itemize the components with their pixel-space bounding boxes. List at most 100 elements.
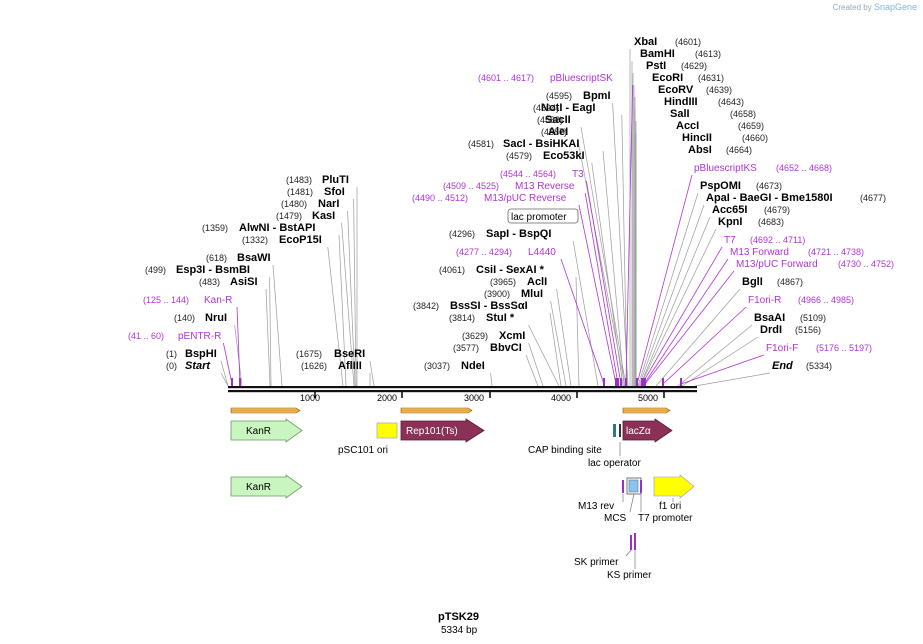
enzyme-position: (3037) xyxy=(424,361,450,371)
primer-leader-line xyxy=(644,270,735,385)
ks-primer-feature xyxy=(634,533,636,550)
primer-leader-line xyxy=(643,258,729,385)
primer-range: (4652 .. 4668) xyxy=(776,163,832,173)
primer-range: (4730 .. 4752) xyxy=(838,259,894,269)
enzyme-position: (4664) xyxy=(726,145,752,155)
primer-leader-line xyxy=(236,306,241,385)
enzyme-leader-line xyxy=(265,288,271,387)
lac-promoter-box: lac promoter xyxy=(507,208,579,224)
enzyme-name: SalI xyxy=(670,108,690,120)
enzyme-name: AclI xyxy=(527,276,547,288)
tick-label-3000: 3000 xyxy=(464,393,484,403)
enzyme-position: (1483) xyxy=(286,175,312,185)
rep101-label: Rep101(Ts) xyxy=(406,426,458,437)
enzyme-position: (4679) xyxy=(764,205,790,215)
mcs-label: MCS xyxy=(604,513,627,524)
primer-range: (4509 .. 4525) xyxy=(443,181,499,191)
enzyme-leader-line xyxy=(612,102,629,387)
enzyme-name: KasI xyxy=(312,210,335,222)
primer-site-marker xyxy=(620,378,622,386)
enzyme-position: (1332) xyxy=(242,235,268,245)
primer-site-marker xyxy=(617,378,619,386)
t7-promoter-feature xyxy=(640,480,642,493)
enzyme-name: AlwNI - BstAPI xyxy=(239,222,315,234)
enzyme-leader-line xyxy=(637,192,699,387)
primer-name: pBluescriptSK xyxy=(550,73,613,84)
kanr-feature-2: KanR xyxy=(230,474,303,499)
enzyme-position: (3900) xyxy=(484,289,510,299)
tick-label-1000: 1000 xyxy=(300,393,320,403)
enzyme-position: (4639) xyxy=(706,85,732,95)
primer-name: M13/pUC Forward xyxy=(736,259,818,270)
enzyme-leader-line xyxy=(639,228,717,387)
orange-arrows xyxy=(230,407,671,414)
enzyme-position: (4659) xyxy=(738,121,764,131)
enzyme-leader-line xyxy=(272,264,283,387)
lac-operator-label: lac operator xyxy=(588,458,641,469)
enzyme-position: (1479) xyxy=(276,211,302,221)
enzyme-name: BpmI xyxy=(583,90,611,102)
enzyme-position: (4588) xyxy=(537,115,563,125)
enzyme-position: (1480) xyxy=(281,199,307,209)
enzyme-name: Acc65I xyxy=(712,204,747,216)
primer-leader-line xyxy=(636,174,693,385)
tick-label-4000: 4000 xyxy=(551,393,571,403)
enzyme-name: HincII xyxy=(682,132,712,144)
enzyme-leader-line xyxy=(580,126,627,387)
enzyme-name: BsaAI xyxy=(754,312,785,324)
enzyme-position: (4579) xyxy=(506,151,532,161)
enzyme-name: AleI xyxy=(548,126,568,138)
primer-range: (125 .. 144) xyxy=(143,295,189,305)
enzyme-leader-line xyxy=(638,204,705,387)
enzyme-name: NotI - EagI xyxy=(541,102,595,114)
enzyme-name: BamHI xyxy=(640,48,675,60)
enzyme-leader-line xyxy=(550,300,567,387)
enzyme-position: (5334) xyxy=(806,361,832,371)
enzyme-name: MluI xyxy=(521,288,543,300)
sk-primer-feature xyxy=(630,535,632,550)
enzyme-position: (0) xyxy=(166,361,177,371)
enzyme-position: (1675) xyxy=(296,349,322,359)
enzyme-position: (3629) xyxy=(462,331,488,341)
enzyme-position: (4643) xyxy=(718,97,744,107)
enzyme-name: NdeI xyxy=(461,360,485,372)
primer-site-marker xyxy=(615,378,617,386)
enzyme-position: (483) xyxy=(199,277,220,287)
enzyme-position: (4629) xyxy=(681,61,707,71)
enzyme-position: (4061) xyxy=(439,265,465,275)
enzyme-position: (1359) xyxy=(202,223,228,233)
f1-ori-label: f1 ori xyxy=(659,501,681,512)
enzyme-leader-lines xyxy=(220,49,771,387)
primer-leader-line xyxy=(680,354,765,385)
enzyme-name: BbvCI xyxy=(490,342,522,354)
primer-name: F1ori-F xyxy=(766,343,798,354)
rep101-feature: Rep101(Ts) xyxy=(400,418,485,443)
enzyme-labels: XbaI(4601)BamHI(4613)PstI(4629)EcoRI(463… xyxy=(145,36,886,372)
primer-name: T3 xyxy=(572,169,584,180)
enzyme-leader-line xyxy=(369,360,375,387)
t7-promoter-label: T7 promoter xyxy=(638,513,693,524)
lacz-feature: lacZα xyxy=(622,418,673,443)
enzyme-position: (4581) xyxy=(468,139,494,149)
sk-primer-label: SK primer xyxy=(574,557,619,568)
enzyme-leader-line xyxy=(528,324,560,387)
primer-site-marker xyxy=(641,378,643,386)
primer-leader-line xyxy=(560,258,605,385)
enzyme-name: CsiI - SexAI * xyxy=(476,264,545,276)
primer-range: (4544 .. 4564) xyxy=(500,169,556,179)
primer-name: pBluescriptKS xyxy=(694,163,757,174)
lac-promoter-label: lac promoter xyxy=(511,212,567,223)
snapgene-credit: Created by SnapGene xyxy=(833,2,917,12)
enzyme-name: AsiSI xyxy=(230,276,258,288)
enzyme-leader-line xyxy=(575,276,580,387)
enzyme-position: (140) xyxy=(174,313,195,323)
enzyme-position: (4296) xyxy=(449,229,475,239)
tick-label-5000: 5000 xyxy=(638,393,658,403)
enzyme-position: (4587) xyxy=(541,127,567,137)
primer-name: L4440 xyxy=(528,247,556,258)
f1-ori-feature xyxy=(653,474,695,499)
enzyme-position: (4673) xyxy=(756,181,782,191)
primer-leader-lines xyxy=(223,84,765,386)
enzyme-leader-line xyxy=(347,210,356,387)
m13-rev-label: M13 rev xyxy=(578,501,614,512)
